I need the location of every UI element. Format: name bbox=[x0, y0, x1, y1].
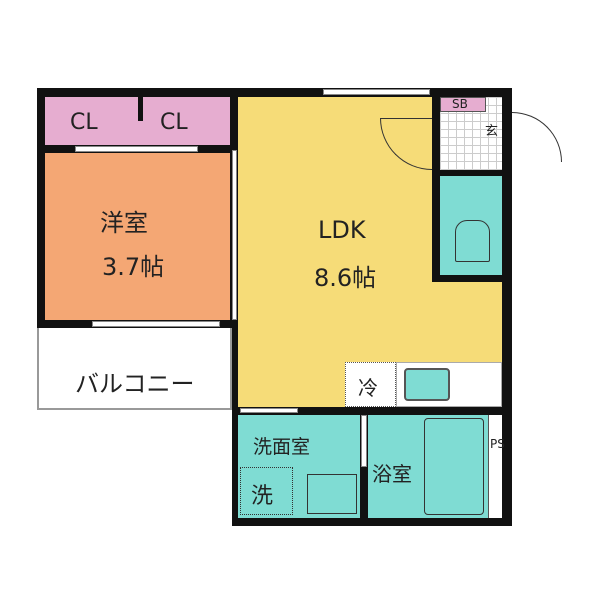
western-room-size: 3.7帖 bbox=[102, 253, 165, 281]
closet-left-label: CL bbox=[70, 110, 98, 135]
toilet-wall-bottom bbox=[432, 275, 502, 282]
fridge-space bbox=[345, 362, 396, 407]
toilet-icon bbox=[455, 220, 490, 262]
wall-top bbox=[37, 88, 512, 97]
western-room bbox=[45, 153, 230, 320]
balcony-window[interactable] bbox=[92, 321, 220, 327]
front-door[interactable] bbox=[512, 112, 562, 162]
entrance-wall bbox=[432, 97, 440, 282]
pipe-space-label: PS bbox=[490, 437, 505, 451]
closet-door[interactable] bbox=[75, 146, 198, 152]
closet-divider bbox=[138, 97, 143, 121]
closet-area bbox=[45, 97, 230, 145]
toilet-wall bbox=[432, 170, 502, 176]
sliding-door[interactable] bbox=[232, 150, 237, 320]
ldk-window[interactable] bbox=[323, 89, 430, 95]
wall-left bbox=[37, 88, 45, 328]
wet-area-wall-top bbox=[232, 407, 512, 415]
washroom-door[interactable] bbox=[240, 408, 298, 413]
closet-right-label: CL bbox=[160, 110, 188, 135]
wall-right bbox=[502, 88, 512, 526]
fridge-label: 冷 bbox=[358, 376, 378, 400]
western-room-name: 洋室 bbox=[100, 209, 148, 237]
wall-bottom-left bbox=[232, 407, 238, 526]
washer-space bbox=[240, 467, 293, 515]
bathtub-icon bbox=[424, 418, 484, 515]
balcony bbox=[37, 328, 232, 410]
entrance-label: 玄 bbox=[485, 124, 499, 139]
wall-bottom bbox=[232, 518, 512, 526]
shoe-box bbox=[440, 97, 486, 112]
bathroom-door[interactable] bbox=[361, 415, 367, 467]
bathroom-label: 浴室 bbox=[372, 462, 412, 486]
ldk-name: LDK bbox=[318, 216, 366, 244]
pipe-space bbox=[488, 415, 502, 518]
washer-label: 洗 bbox=[251, 484, 274, 509]
wash-basin-icon bbox=[307, 474, 357, 514]
bathroom bbox=[368, 415, 488, 518]
toilet-room bbox=[440, 176, 502, 275]
balcony-label: バルコニー bbox=[75, 370, 195, 398]
washroom-label: 洗面室 bbox=[253, 436, 311, 458]
kitchen-sink bbox=[404, 368, 450, 401]
ldk-size: 8.6帖 bbox=[314, 264, 377, 292]
ldk-extension bbox=[432, 282, 502, 362]
shoe-box-label: SB bbox=[452, 97, 468, 111]
